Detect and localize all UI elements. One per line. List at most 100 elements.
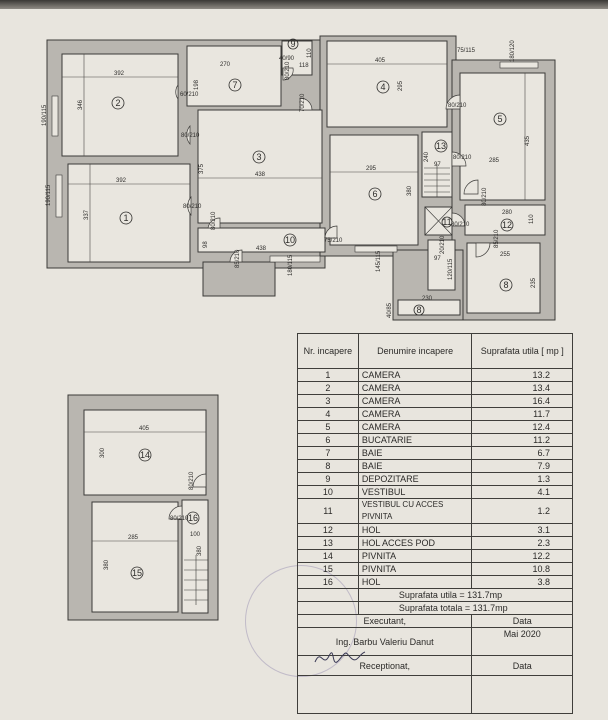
room-name: CAMERA [357,381,473,395]
room-area: 3.1 [471,523,573,537]
header-area: Suprafata utila [ mp ] [471,333,573,369]
room-number: 2 [297,381,359,395]
svg-text:180/115: 180/115 [288,254,294,276]
room-area: 6.7 [471,446,573,460]
ground-floor-rooms [61,40,546,316]
svg-text:100: 100 [190,532,201,538]
svg-text:60/210: 60/210 [180,92,199,98]
basement-plan [67,394,219,621]
svg-text:380: 380 [197,545,203,556]
room-label-4: 4 [376,80,390,94]
svg-text:15: 15 [132,568,142,578]
room-name: BAIE [357,446,473,460]
dimension-lines [62,54,526,542]
room-label-8: 8 [499,278,513,292]
svg-text:7: 7 [232,80,237,90]
svg-text:438: 438 [256,246,267,252]
door-labels: 60/210 80/210 80/210 80/210 80/210 70/21… [170,61,500,522]
executant-name: Ing. Barbu Valeriu Danut [296,627,473,656]
svg-text:438: 438 [255,172,266,178]
room-number: 10 [297,485,359,499]
room-number: 9 [297,472,359,486]
date: Mai 2020 [471,627,573,656]
svg-text:13: 13 [436,141,446,151]
room-area: 12.2 [471,549,573,563]
svg-text:120/115: 120/115 [448,258,454,280]
svg-text:392: 392 [116,178,127,184]
svg-text:80/210: 80/210 [285,61,291,80]
room-label-7: 7 [228,78,242,92]
room-area: 12.4 [471,420,573,434]
svg-text:295: 295 [366,166,377,172]
svg-text:285: 285 [128,535,139,541]
svg-text:8: 8 [416,305,421,315]
room-number: 3 [297,394,359,408]
room-area: 13.4 [471,381,573,395]
svg-text:97: 97 [434,256,441,262]
svg-text:375: 375 [199,163,205,174]
svg-text:97: 97 [434,162,441,168]
svg-text:110: 110 [529,214,535,224]
svg-text:270: 270 [220,62,231,68]
room-area: 13.2 [471,368,573,382]
svg-text:9: 9 [290,39,295,49]
svg-text:145/115: 145/115 [376,250,382,272]
svg-text:240: 240 [424,151,430,162]
svg-text:80/210: 80/210 [453,155,472,161]
svg-text:75/115: 75/115 [457,48,476,54]
room-label-16: 16 [186,511,200,525]
room-number: 8 [297,459,359,473]
room-name: HOL [357,575,473,589]
room-name: CAMERA [357,407,473,421]
room-number: 5 [297,420,359,434]
svg-text:10: 10 [285,235,295,245]
room-label-11: 11 [441,216,453,228]
svg-text:380: 380 [104,559,110,570]
svg-text:80/210: 80/210 [211,211,217,230]
svg-text:198: 198 [194,79,200,90]
svg-text:6: 6 [372,189,377,199]
svg-text:11: 11 [442,217,451,227]
svg-text:80/210: 80/210 [181,133,200,139]
svg-text:80/210: 80/210 [170,516,189,522]
room-number: 14 [297,549,359,563]
svg-text:8: 8 [503,280,508,290]
room-area: 16.4 [471,394,573,408]
svg-text:70/210: 70/210 [300,93,306,112]
room-area: 2.3 [471,536,573,550]
room-area: 11.2 [471,433,573,447]
svg-text:230: 230 [422,296,433,302]
svg-text:5: 5 [497,114,502,124]
svg-text:110: 110 [307,48,313,58]
svg-text:80/210: 80/210 [451,222,470,228]
svg-text:98: 98 [203,241,209,248]
svg-text:190/115: 190/115 [42,104,48,126]
svg-text:85/210: 85/210 [235,249,241,268]
room-name: PIVNITA [357,562,473,576]
room-name: PIVNITA [357,549,473,563]
data-label: Data [471,614,573,628]
svg-text:255: 255 [500,252,511,258]
svg-text:14: 14 [140,450,150,460]
room-label-13: 13 [434,139,448,153]
room-name: CAMERA [357,420,473,434]
svg-text:295: 295 [398,80,404,91]
room-area: 3.8 [471,575,573,589]
room-area: 4.1 [471,485,573,499]
room-number: 12 [297,523,359,537]
svg-text:118: 118 [299,63,309,69]
svg-text:40/85: 40/85 [387,302,393,318]
svg-text:380: 380 [407,185,413,196]
room-name: HOL [357,523,473,537]
svg-text:235: 235 [531,277,537,288]
total-useful-row: Suprafata utila = 131.7mp [297,588,574,602]
svg-text:12: 12 [502,220,512,230]
svg-text:280: 280 [502,210,513,216]
room-area: 10.8 [471,562,573,576]
